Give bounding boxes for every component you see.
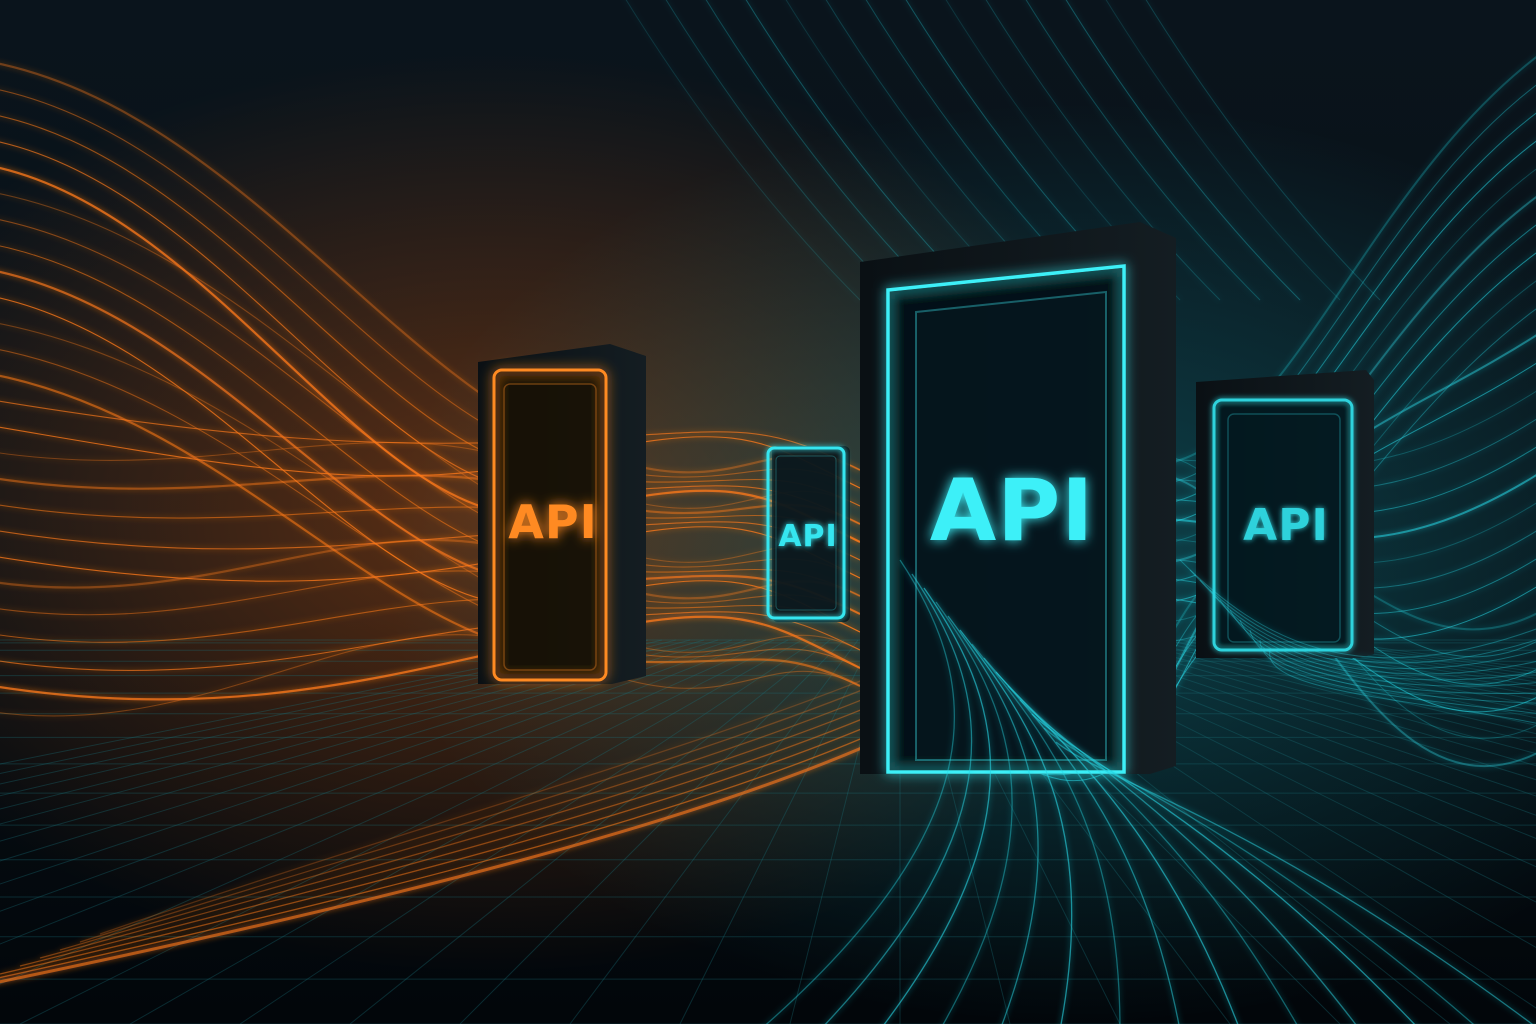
portal-right-cyan-label: API	[1243, 500, 1329, 551]
cyan-streak	[1209, 589, 1536, 675]
floor-grid-line	[1095, 639, 1536, 767]
cyan-streak	[959, 629, 1073, 1024]
orange-streak	[0, 727, 887, 979]
cyan-streak	[1105, 0, 1341, 301]
floor-grid-line	[0, 639, 719, 862]
cyan-streak	[971, 643, 1121, 1024]
cyan-streak	[1031, 713, 1416, 1024]
cyan-streak	[1019, 699, 1357, 1024]
orange-streak	[99, 655, 923, 935]
orange-streak	[59, 679, 911, 951]
portal-orange-label: API	[508, 495, 597, 549]
floor-grid-line	[1039, 639, 1536, 839]
cyan-streak	[1025, 0, 1261, 301]
cyan-streak	[765, 559, 956, 1024]
floor-grid-line	[0, 639, 733, 885]
floor-grid-line	[0, 639, 775, 985]
portal-main-cyan: API	[860, 222, 1176, 774]
orange-streak	[79, 667, 917, 943]
floor-grid-line	[1137, 639, 1536, 735]
floor-grid-line	[1053, 639, 1536, 816]
floor-grid-line	[679, 639, 873, 1024]
floor-grid-line	[19, 639, 789, 1024]
cyan-streak	[1065, 0, 1301, 301]
floor-grid-line	[0, 639, 663, 797]
floor-grid-line	[1179, 639, 1536, 712]
floor-grid-line	[0, 639, 761, 945]
floor-grid-line	[0, 639, 691, 825]
orange-streak	[0, 738, 881, 984]
cyan-streak	[1249, 629, 1536, 704]
cyan-streak	[1199, 579, 1536, 669]
floor-grid-line	[0, 639, 635, 774]
floor-grid-line	[1081, 639, 1536, 781]
cyan-streak	[985, 0, 1221, 301]
cyan-streak	[1189, 569, 1536, 664]
floor-grid-line	[1109, 639, 1536, 755]
floor-grid-line	[1067, 639, 1536, 797]
cyan-streak	[625, 0, 861, 301]
orange-streak	[39, 691, 905, 959]
floor-grid-line	[459, 639, 845, 1024]
floor-grid-line	[0, 639, 705, 842]
cyan-streak	[1179, 559, 1536, 659]
floor-grid-line	[1193, 639, 1536, 706]
floor-grid-line	[0, 639, 649, 785]
floor-grid-line	[0, 639, 747, 912]
cyan-streak	[1259, 639, 1536, 714]
cyan-streak	[1219, 599, 1536, 681]
cyan-streak	[947, 615, 1039, 1024]
cyan-streak	[1055, 741, 1533, 1024]
portal-main-cyan-label: API	[930, 461, 1095, 561]
portal-orange: API	[478, 344, 646, 684]
floor-grid-line	[1151, 639, 1536, 726]
orange-streak	[19, 703, 899, 967]
portal-right-cyan: API	[1196, 370, 1374, 658]
floor-grid-line	[239, 639, 817, 1024]
orange-streak	[0, 141, 861, 525]
cyan-streak	[883, 587, 992, 1024]
orange-streak	[0, 715, 893, 975]
cyan-streak	[1145, 0, 1381, 301]
foreground-light-streaks	[765, 559, 1536, 1024]
floor-grid-line	[0, 639, 677, 810]
cyan-streak	[1043, 727, 1475, 1024]
cyan-streak	[935, 601, 1013, 1024]
floor-grid-line	[1165, 639, 1536, 719]
cyan-streak	[1007, 685, 1298, 1024]
floor-grid-line	[569, 639, 859, 1024]
portal-small-cyan-label: API	[778, 519, 837, 554]
cyan-streak	[824, 573, 973, 1024]
cyan-streak	[1269, 649, 1536, 724]
floor-grid-line	[1123, 639, 1536, 744]
cyan-streak	[1229, 609, 1536, 687]
floor-grid-line	[0, 639, 621, 765]
portal-small-cyan: API	[766, 446, 850, 622]
